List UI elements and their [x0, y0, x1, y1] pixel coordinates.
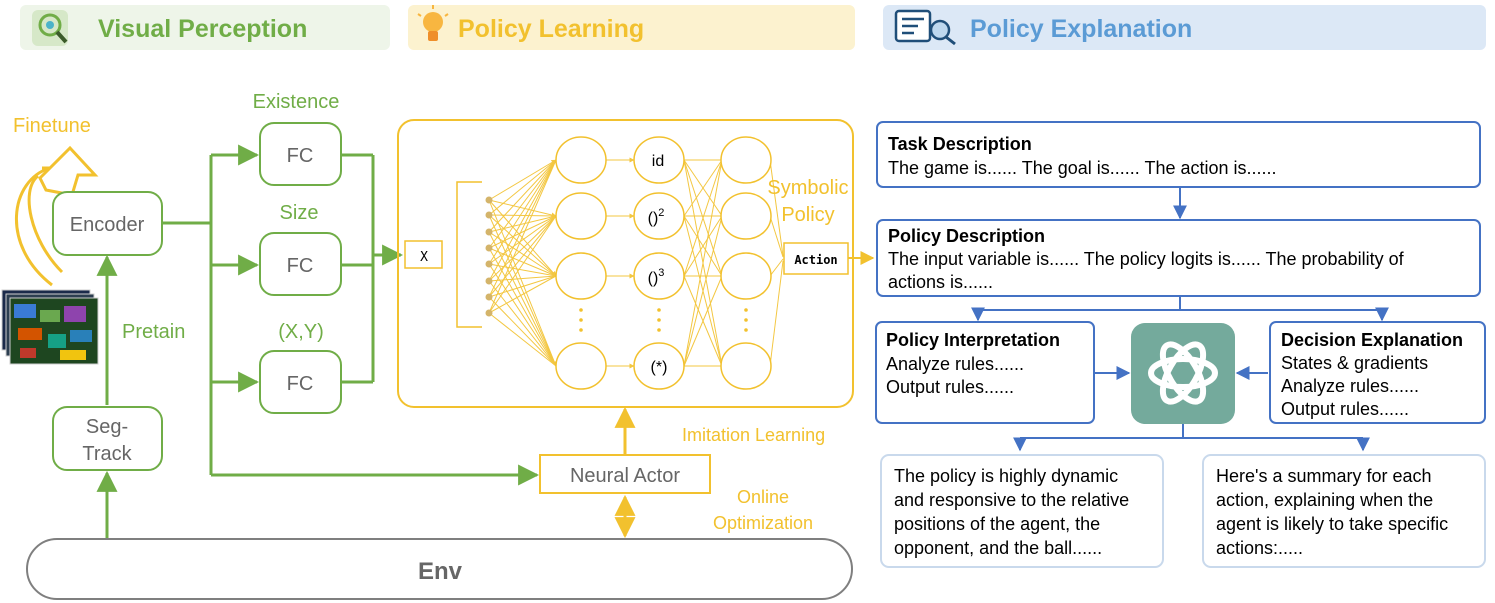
op-identity: id: [652, 153, 664, 170]
decision-explanation-title: Decision Explanation: [1281, 330, 1463, 350]
input-x-box: X: [404, 240, 443, 269]
policy-description-title: Policy Description: [888, 226, 1045, 246]
segtrack-label-2: Track: [82, 443, 132, 465]
policy-explanation-header: Policy Explanation: [883, 5, 1486, 50]
decision-explanation-box: Decision Explanation States & gradients …: [1269, 321, 1486, 424]
fc-existence-box: FC: [259, 122, 342, 186]
operator-layer: id ()2 ()3 (*): [633, 136, 685, 390]
symbolic-policy-label-2: Policy: [781, 204, 834, 226]
policy-explanation-title: Policy Explanation: [970, 15, 1192, 43]
decision-output-line-4: actions:.....: [1216, 538, 1303, 558]
segtrack-box: Seg- Track: [52, 406, 163, 471]
decision-output-box: Here's a summary for each action, explai…: [1202, 454, 1486, 568]
decision-output-line-1: Here's a summary for each: [1216, 466, 1432, 486]
segtrack-label-1: Seg-: [86, 416, 128, 438]
existence-label: Existence: [253, 91, 340, 113]
policy-output-line-4: opponent, and the ball......: [894, 538, 1102, 558]
decision-output-line-3: agent is likely to take specific: [1216, 514, 1448, 534]
imitation-learning-label: Imitation Learning: [682, 425, 825, 445]
policy-output-line-1: The policy is highly dynamic: [894, 466, 1118, 486]
op-cube: ()3: [648, 267, 665, 287]
env-label: Env: [418, 558, 463, 585]
task-description-box: Task Description The game is...... The g…: [876, 121, 1481, 188]
neural-actor-label: Neural Actor: [570, 465, 680, 487]
policy-branch-arrows: [971, 296, 1389, 322]
online-optimization-label-1: Online: [737, 487, 789, 507]
visual-perception-title: Visual Perception: [98, 15, 307, 43]
llm-output-arrows: [1013, 424, 1370, 452]
hidden-layer-2: [720, 136, 772, 390]
policy-interpretation-line-1: Analyze rules......: [886, 354, 1024, 374]
neural-actor-box: Neural Actor: [539, 454, 711, 494]
network-edges: [488, 157, 784, 369]
policy-interpretation-line-2: Output rules......: [886, 377, 1014, 397]
task-description-title: Task Description: [888, 134, 1032, 154]
decision-output-line-2: action, explaining when the: [1216, 490, 1433, 510]
encoder-label: Encoder: [70, 214, 145, 236]
policy-interpretation-title: Policy Interpretation: [886, 330, 1060, 350]
node-ellipsis: [579, 308, 748, 332]
policy-learning-title: Policy Learning: [458, 15, 644, 43]
lightbulb-icon: [417, 5, 449, 41]
decision-explanation-line-2: Analyze rules......: [1281, 376, 1419, 396]
llm-logo-icon: [1131, 323, 1235, 424]
action-box: Action: [783, 242, 849, 275]
op-square: ()2: [648, 207, 665, 227]
action-label: Action: [794, 253, 837, 267]
pretain-label: Pretain: [122, 321, 185, 343]
policy-output-box: The policy is highly dynamic and respons…: [880, 454, 1164, 568]
size-label: Size: [280, 202, 319, 224]
op-product: (*): [651, 359, 668, 376]
input-nodes: [485, 196, 493, 317]
game-frames-stack: [1, 289, 99, 365]
online-optimization-label-2: Optimization: [713, 513, 813, 533]
encoder-fanout-arrows: [162, 144, 540, 486]
fc-xy-label: FC: [287, 373, 314, 395]
finetune-label: Finetune: [13, 115, 91, 137]
visual-perception-header: Visual Perception: [20, 5, 390, 50]
input-bracket: [456, 181, 482, 328]
policy-learning-header: Policy Learning: [408, 5, 855, 50]
fc-merge-arrows: [341, 153, 404, 384]
fc-size-box: FC: [259, 232, 342, 296]
policy-description-text-1: The input variable is...... The policy l…: [888, 249, 1405, 269]
fc-xy-box: FC: [259, 350, 342, 414]
policy-description-text-2: actions is......: [888, 272, 993, 292]
xy-label: (X,Y): [278, 321, 324, 343]
input-x-label: X: [420, 250, 428, 265]
fc-existence-label: FC: [287, 145, 314, 167]
symbolic-policy-label-1: Symbolic: [767, 177, 848, 199]
decision-explanation-line-1: States & gradients: [1281, 353, 1428, 373]
hidden-layer-1: [555, 136, 607, 390]
perception-head-icon: [32, 10, 68, 46]
policy-output-line-3: positions of the agent, the: [894, 514, 1100, 534]
policy-output-line-2: and responsive to the relative: [894, 490, 1129, 510]
policy-description-box: Policy Description The input variable is…: [876, 219, 1481, 297]
decision-explanation-line-3: Output rules......: [1281, 399, 1409, 419]
env-box: Env: [26, 538, 853, 600]
task-description-text: The game is...... The goal is...... The …: [888, 158, 1277, 178]
policy-interpretation-box: Policy Interpretation Analyze rules.....…: [875, 321, 1095, 424]
encoder-box: Encoder: [52, 191, 163, 256]
fc-size-label: FC: [287, 255, 314, 277]
finetune-arrow: [15, 145, 99, 287]
document-search-icon: [894, 9, 956, 46]
